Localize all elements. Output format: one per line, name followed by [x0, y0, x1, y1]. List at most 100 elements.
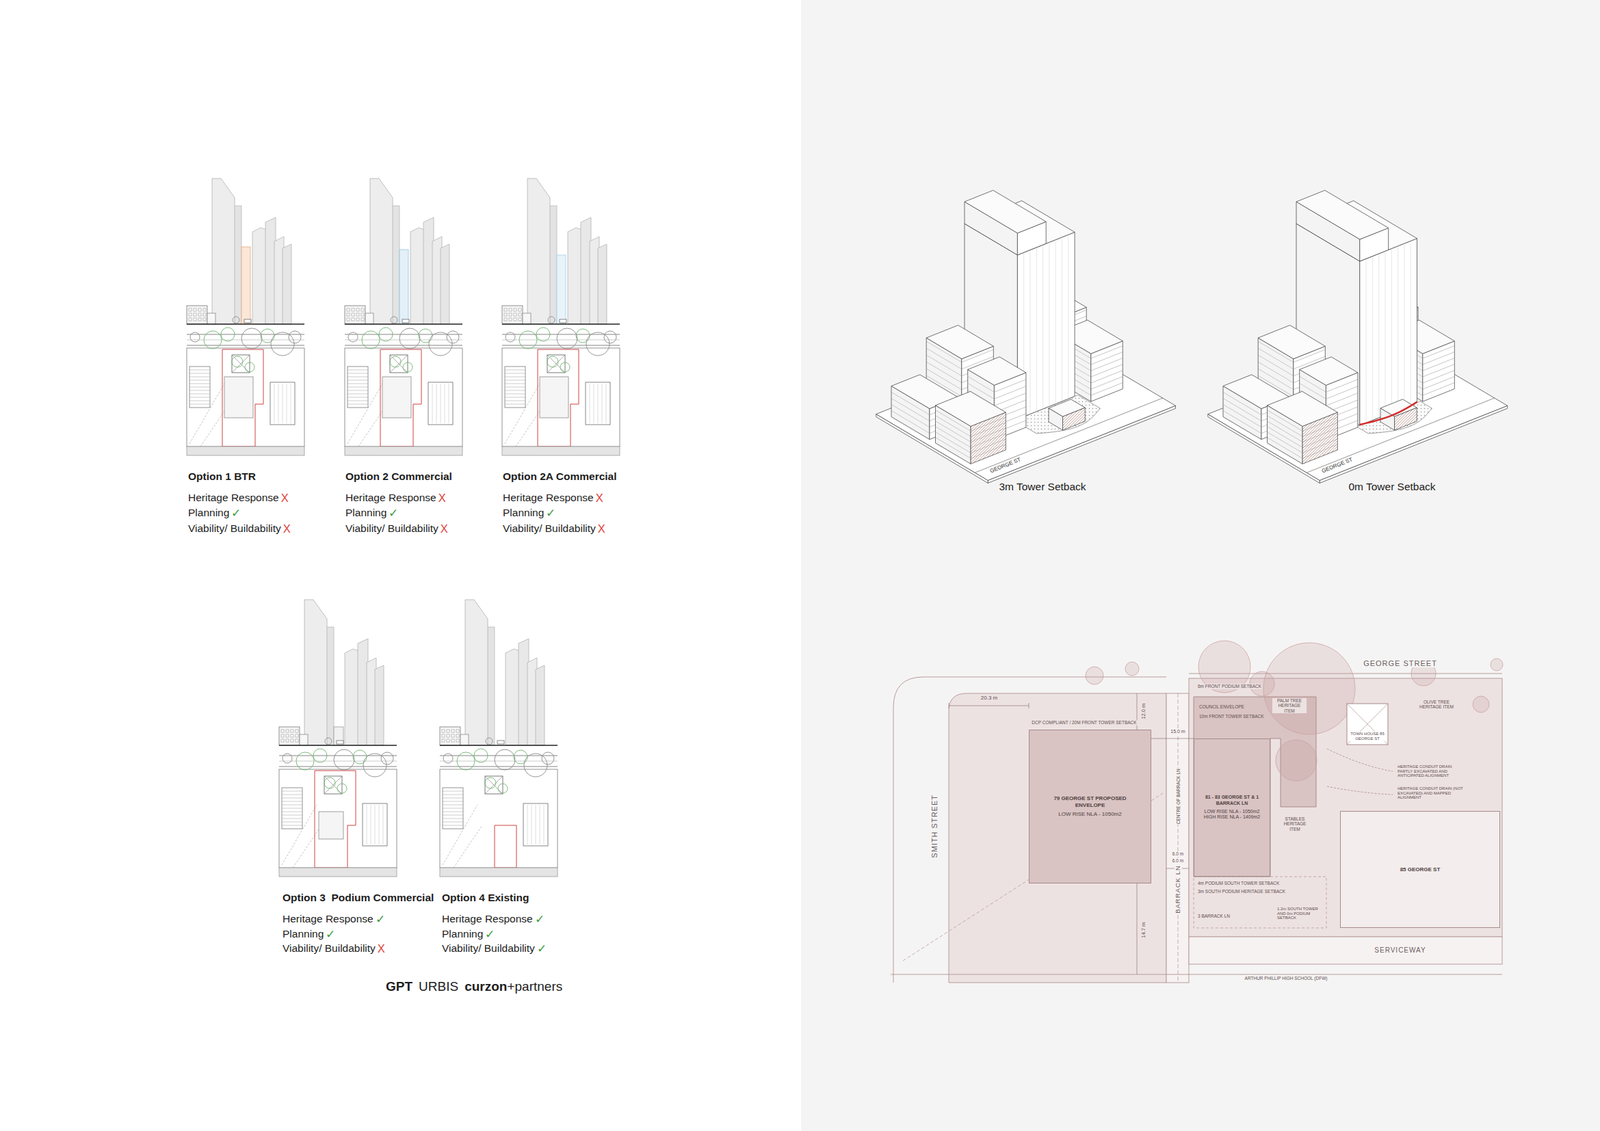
floor-line	[1091, 358, 1124, 372]
heritage-house	[389, 355, 408, 373]
check-mark: ✓	[231, 506, 241, 520]
floor-line	[961, 349, 994, 363]
street-label: GEORGE ST	[1320, 456, 1354, 475]
tree-canopy	[260, 329, 275, 343]
tree-canopy	[556, 328, 578, 349]
road-line	[502, 334, 620, 336]
heritage-house	[231, 355, 250, 373]
axon-drawing	[1208, 190, 1508, 483]
low-building	[279, 727, 300, 746]
window	[351, 308, 355, 312]
heritage-house	[484, 776, 503, 795]
car-symbol	[336, 740, 344, 745]
ground-line	[439, 744, 558, 746]
tree-canopy	[270, 332, 295, 356]
tower-elevation	[370, 178, 393, 325]
cross-line	[231, 355, 250, 373]
mullion-line	[1061, 237, 1063, 402]
right-panel-ground	[801, 0, 1600, 1131]
window	[361, 308, 364, 312]
floor-line	[1302, 428, 1338, 442]
hatch-line	[504, 383, 526, 385]
drawing-caption: 0m Tower Setback	[1348, 480, 1436, 494]
window	[351, 313, 355, 317]
tree-canopy	[231, 356, 243, 368]
option-massing	[556, 255, 566, 325]
check-mark: ✓	[484, 928, 495, 942]
cross-mark: X	[438, 491, 447, 505]
window	[285, 729, 289, 733]
window	[346, 308, 350, 312]
tree-canopy	[1490, 658, 1503, 672]
new-building	[318, 811, 344, 840]
floor-line	[1422, 376, 1455, 390]
neighbour-building	[585, 382, 611, 425]
floor-line	[970, 428, 1006, 442]
road-line	[502, 345, 620, 347]
dimension-label: 6.0 m	[1171, 858, 1185, 864]
window	[446, 729, 450, 733]
hatch-line	[442, 794, 464, 796]
heritage-note: STABLES HERITAGE ITEM	[1279, 816, 1311, 832]
floor-line	[970, 444, 1006, 459]
floor-line	[1422, 358, 1455, 372]
existing-building	[442, 788, 464, 830]
grid-line	[286, 383, 288, 424]
hatch-line	[347, 373, 369, 375]
hatch-line	[504, 404, 526, 405]
boundary-line	[890, 974, 1503, 976]
hatch-line	[442, 791, 464, 793]
hatch-line	[442, 811, 464, 813]
easement-line	[504, 383, 540, 444]
floor-line	[1091, 376, 1124, 390]
window	[356, 308, 360, 312]
tower-elevation	[465, 599, 488, 746]
floor-line	[1325, 386, 1358, 400]
criterion-label: Viability/ Buildability	[188, 522, 282, 535]
floor-line	[1325, 393, 1358, 407]
low-building	[439, 727, 461, 746]
window	[351, 318, 355, 321]
drawing-caption: 3m Tower Setback	[998, 480, 1086, 494]
road-line	[439, 755, 558, 757]
window	[281, 729, 284, 733]
criterion-label: Viability/ Buildability	[345, 522, 439, 535]
grid-line	[444, 383, 446, 424]
window	[451, 729, 455, 733]
kerb-line	[893, 677, 1167, 983]
window	[285, 739, 289, 743]
lane-name: BARRACK LN	[1174, 864, 1183, 915]
lane-centre-line	[1177, 693, 1179, 983]
hatch-line	[189, 397, 211, 399]
lot-name: 3 BARRACK LN	[1197, 913, 1231, 919]
ground-line	[344, 323, 463, 325]
conduit-drain	[1327, 786, 1393, 795]
tree-canopy	[389, 356, 401, 368]
mullion-line	[1378, 253, 1380, 418]
floor-line	[970, 439, 1006, 453]
ground-line	[186, 323, 305, 325]
tree-canopy	[282, 753, 293, 764]
window	[203, 313, 206, 317]
road-line	[344, 334, 463, 336]
floor-line	[970, 417, 1006, 431]
car-symbol	[244, 319, 252, 323]
road-line	[344, 345, 463, 347]
cross-line	[389, 355, 408, 373]
floor-line	[1302, 439, 1338, 453]
floor-line	[1257, 348, 1294, 370]
floor-line	[891, 411, 930, 434]
mullion-line	[1397, 246, 1399, 411]
floor-line	[891, 398, 930, 422]
floor-line	[970, 422, 1006, 437]
option-sketch	[279, 599, 397, 877]
window	[518, 313, 522, 317]
grid-line	[374, 805, 376, 845]
cross-mark: X	[283, 522, 291, 536]
hatch-line	[347, 380, 369, 382]
hatch-line	[347, 387, 369, 388]
lot-outline	[380, 349, 422, 447]
setback-note: 3m SOUTH PODIUM HERITAGE SETBACK	[1197, 889, 1287, 895]
hatch-line	[347, 397, 369, 399]
